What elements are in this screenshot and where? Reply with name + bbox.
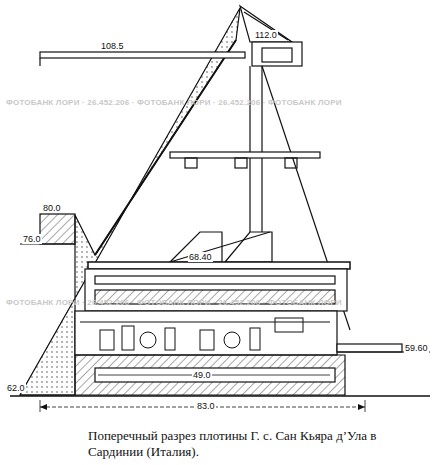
elevation-label: 62.0	[6, 383, 26, 393]
elevation-label: 112.0	[254, 30, 278, 40]
dimension-label: 49.0	[192, 370, 212, 380]
elevation-label: 68.40	[188, 252, 213, 262]
elevation-label: 108.5	[100, 41, 125, 51]
elevation-label: 80.0	[42, 203, 62, 213]
watermark: ФОТОБАНК ЛОРИ · 26.452.206 · ФОТОБАНК ЛО…	[6, 298, 342, 307]
dimension-label: 83.0	[196, 401, 216, 411]
caption: Поперечный разрез плотины Г. с. Сан Кьяр…	[88, 428, 388, 460]
elevation-label: 76.0	[22, 234, 42, 244]
watermark: ФОТОБАНК ЛОРИ · 26.452.206 · ФОТОБАНК ЛО…	[6, 98, 342, 107]
elevation-label: 59.60	[404, 343, 429, 353]
